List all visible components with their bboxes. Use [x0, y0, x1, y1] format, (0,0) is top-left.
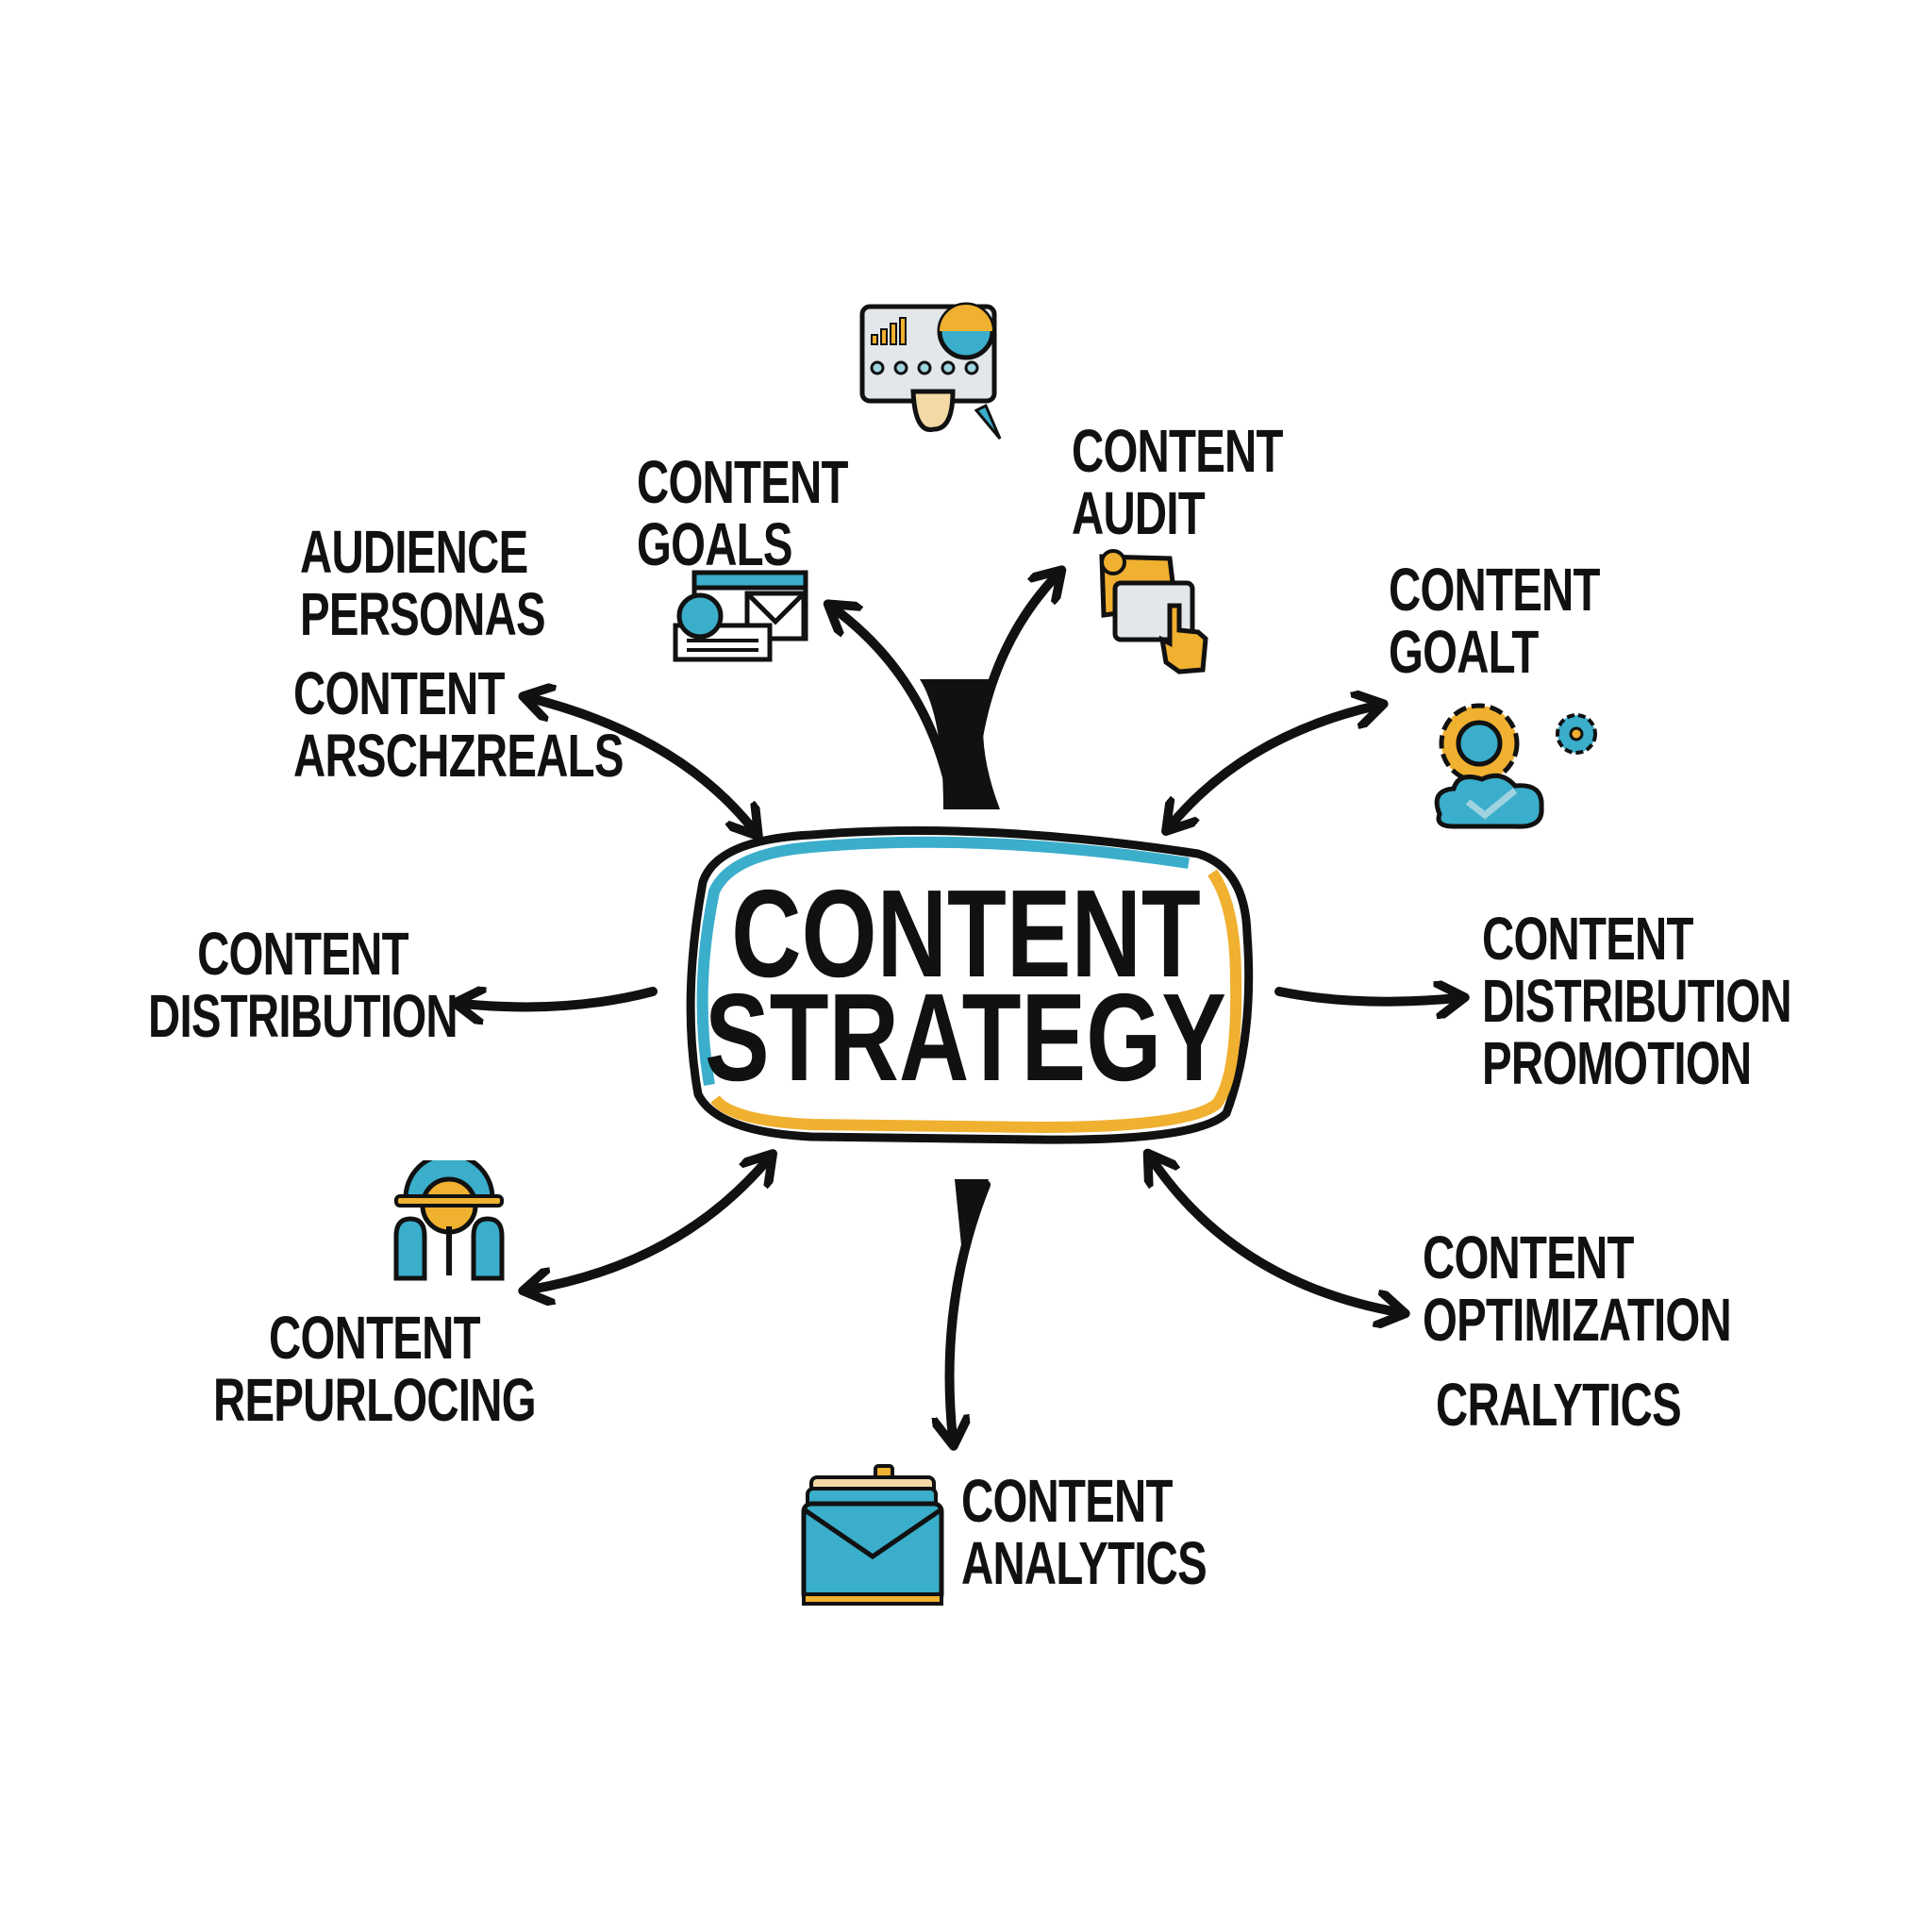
node-line: CONTENT [1072, 417, 1283, 485]
machine-icon [393, 1160, 505, 1281]
node-content-repurlocing: CONTENT REPURLOCING [213, 1304, 537, 1434]
node-line: CONTENT [637, 448, 848, 516]
node-line: CONTENT [961, 1467, 1173, 1535]
node-line: AUDIENCE [300, 518, 528, 586]
node-line: AUDIT [1072, 479, 1206, 547]
arrow-audience [530, 698, 754, 830]
center-title: CONTENT STRATEGY [684, 832, 1247, 1140]
gear-cloud-icon [1434, 703, 1597, 829]
node-line: ARSCHZREALS [293, 722, 624, 790]
node-content-analytics: CONTENT ANALYTICS [961, 1467, 1208, 1597]
node-content-optimization: CONTENT OPTIMIZATION [1423, 1224, 1732, 1354]
node-content-distribution-promotion: CONTENT DISTRIBUTION PROMOTION [1482, 905, 1792, 1097]
node-line: DISTRIBUTION [1482, 967, 1792, 1035]
node-content-goalt: CONTENT GOALT [1389, 558, 1600, 683]
node-line: DISTRIBUTION [148, 982, 458, 1050]
arrow-repurposing [530, 1159, 768, 1290]
touch-screen-icon [1099, 549, 1208, 675]
envelope-folder-icon [801, 1464, 944, 1606]
arrow-optimization [1152, 1159, 1398, 1312]
node-line: PROMOTION [1482, 1029, 1752, 1097]
node-audience-personas: AUDIENCE PERSONAS [300, 518, 546, 648]
email-profile-icon [673, 570, 808, 662]
node-line: CONTENT [1423, 1224, 1634, 1291]
node-content-arschzreals: CONTENT ARSCHZREALS [293, 662, 624, 787]
node-line: CONTENT [1482, 905, 1693, 973]
center-title-line2: STRATEGY [705, 968, 1226, 1107]
bottom-stem [955, 1179, 989, 1255]
dashboard-icon [859, 302, 1002, 440]
node-line: GOALS [637, 510, 792, 578]
node-content-goals: CONTENT GOALS [637, 451, 848, 575]
arrow-analytics [950, 1180, 991, 1439]
trunk [920, 679, 1000, 809]
node-line: CONTENT [1389, 556, 1600, 624]
arrow-goalt [1171, 706, 1376, 825]
node-line: CONTENT [293, 659, 505, 727]
center-box [686, 826, 1254, 1144]
node-content-distribution-left: CONTENT DISTRIBUTION [148, 923, 458, 1047]
arrow-distribution-left [462, 991, 658, 1007]
node-line: GOALT [1389, 618, 1539, 686]
node-cralytics: CRALYTICS [1436, 1371, 1682, 1439]
node-content-audit: CONTENT AUDIT [1072, 420, 1283, 544]
node-line: ANALYTICS [961, 1529, 1208, 1597]
node-line: PERSONAS [300, 580, 546, 648]
arrow-distribution-right [1274, 991, 1457, 1002]
node-line: CONTENT [197, 920, 408, 988]
node-line: CONTENT [269, 1304, 480, 1372]
node-line: REPURLOCING [213, 1366, 537, 1434]
node-line: OPTIMIZATION [1423, 1286, 1732, 1354]
center-title-line1: CONTENT [730, 864, 1201, 1003]
